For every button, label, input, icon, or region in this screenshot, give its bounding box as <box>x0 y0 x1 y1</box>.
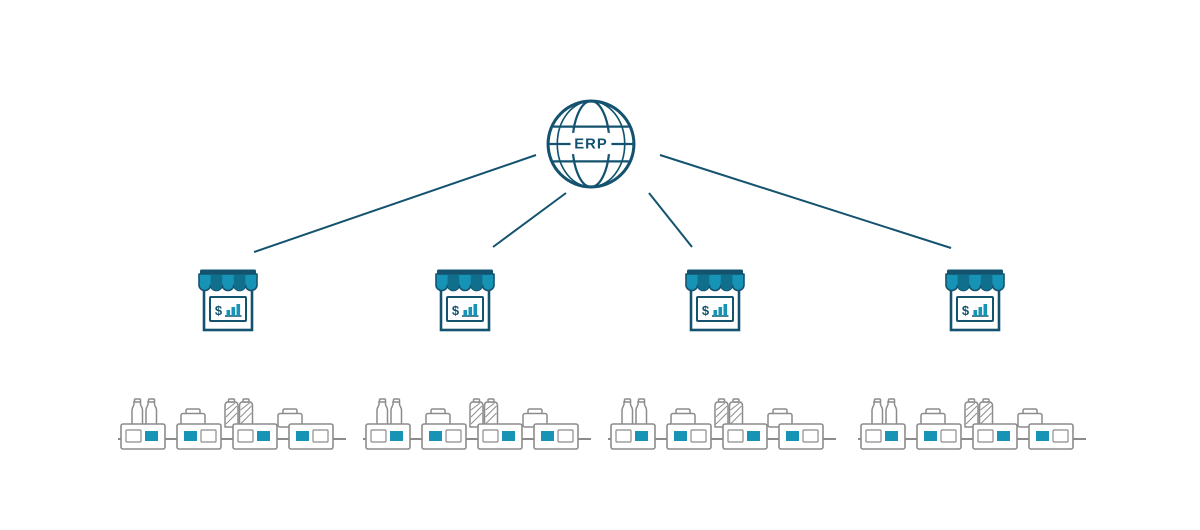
connector-line-3 <box>648 192 693 248</box>
connector-line-2 <box>492 192 567 248</box>
erp-globe-icon: ERP <box>546 99 636 189</box>
connector-line-4 <box>659 154 952 249</box>
product-shelf-3 <box>608 397 836 455</box>
product-shelf-2 <box>363 397 591 455</box>
store-icon-3 <box>678 268 752 334</box>
product-shelf-1 <box>118 397 346 455</box>
erp-label-background <box>570 132 612 155</box>
product-shelf-4 <box>858 397 1086 455</box>
store-icon-4 <box>938 268 1012 334</box>
store-icon-2 <box>428 268 502 334</box>
store-icon-1 <box>191 268 265 334</box>
erp-label: ERP <box>574 137 608 153</box>
connector-line-1 <box>253 154 537 253</box>
